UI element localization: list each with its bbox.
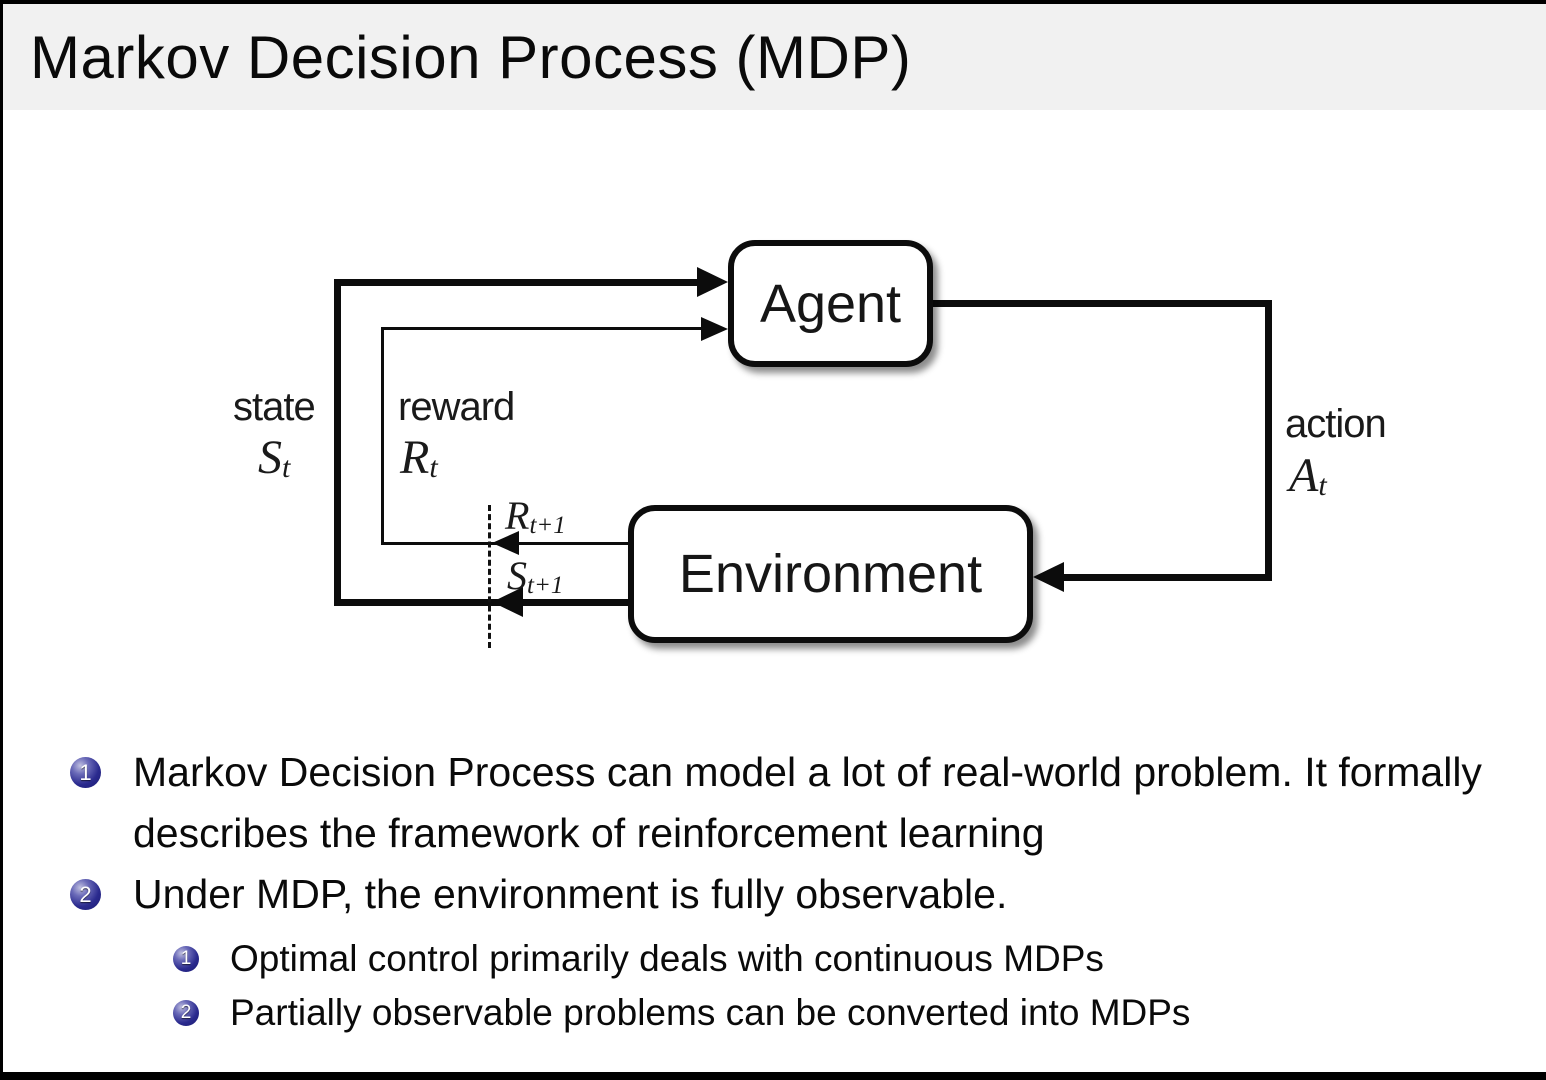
sub-list-item-text: Optimal control primarily deals with con… [230,938,1104,979]
next-reward-symbol: Rt+1 [505,493,566,540]
page-border-top [0,0,1546,4]
page-border-left [0,0,3,1080]
reward-word-label: reward [398,385,515,429]
state-line-top [334,279,700,286]
list-item: 2 Under MDP, the environment is fully ob… [70,864,1520,925]
list-item-text: Under MDP, the environment is fully obse… [133,871,1008,917]
page-title: Markov Decision Process (MDP) [30,23,912,91]
bullet-list: 1 Markov Decision Process can model a lo… [70,742,1520,1040]
bullet-ball-2: 2 [70,879,101,910]
reward-line-vertical [381,327,384,545]
sub-bullet-list: 1 Optimal control primarily deals with c… [173,932,1520,1040]
reward-line-top [381,327,704,330]
bullet-ball-1: 1 [70,757,101,788]
reward-arrowhead-into-agent [701,317,728,341]
environment-label: Environment [678,544,983,604]
state-word-label: state [233,385,316,429]
next-state-symbol: St+1 [507,553,564,600]
agent-label: Agent [759,273,902,334]
timestep-dashed-line [488,505,491,648]
reward-symbol: Rt [400,431,438,485]
state-line-bottom [334,599,628,606]
next-reward-arrowhead [492,531,519,555]
sub-list-item-text: Partially observable problems can be con… [230,992,1191,1033]
state-symbol: St [258,431,291,485]
sub-bullet-ball-1: 1 [173,946,199,972]
action-word-label: action [1285,402,1387,446]
agent-node: Agent [728,240,933,367]
sub-list-item: 2 Partially observable problems can be c… [173,986,1520,1040]
list-item: 1 Markov Decision Process can model a lo… [70,742,1520,864]
title-bar: Markov Decision Process (MDP) [3,4,1546,110]
state-arrowhead-into-agent [697,267,728,297]
action-line-vertical [1265,300,1272,581]
action-line-top [933,300,1272,307]
sub-list-item: 1 Optimal control primarily deals with c… [173,932,1520,986]
page-border-bottom [0,1072,1546,1080]
environment-node: Environment [628,505,1033,643]
state-line-vertical [334,279,341,606]
sub-bullet-ball-2: 2 [173,1000,199,1026]
list-item-text: Markov Decision Process can model a lot … [133,749,1482,856]
action-arrowhead-into-environment [1033,562,1064,592]
action-symbol: At [1289,449,1327,503]
next-state-arrowhead [492,587,523,617]
action-line-bottom [1060,574,1272,581]
